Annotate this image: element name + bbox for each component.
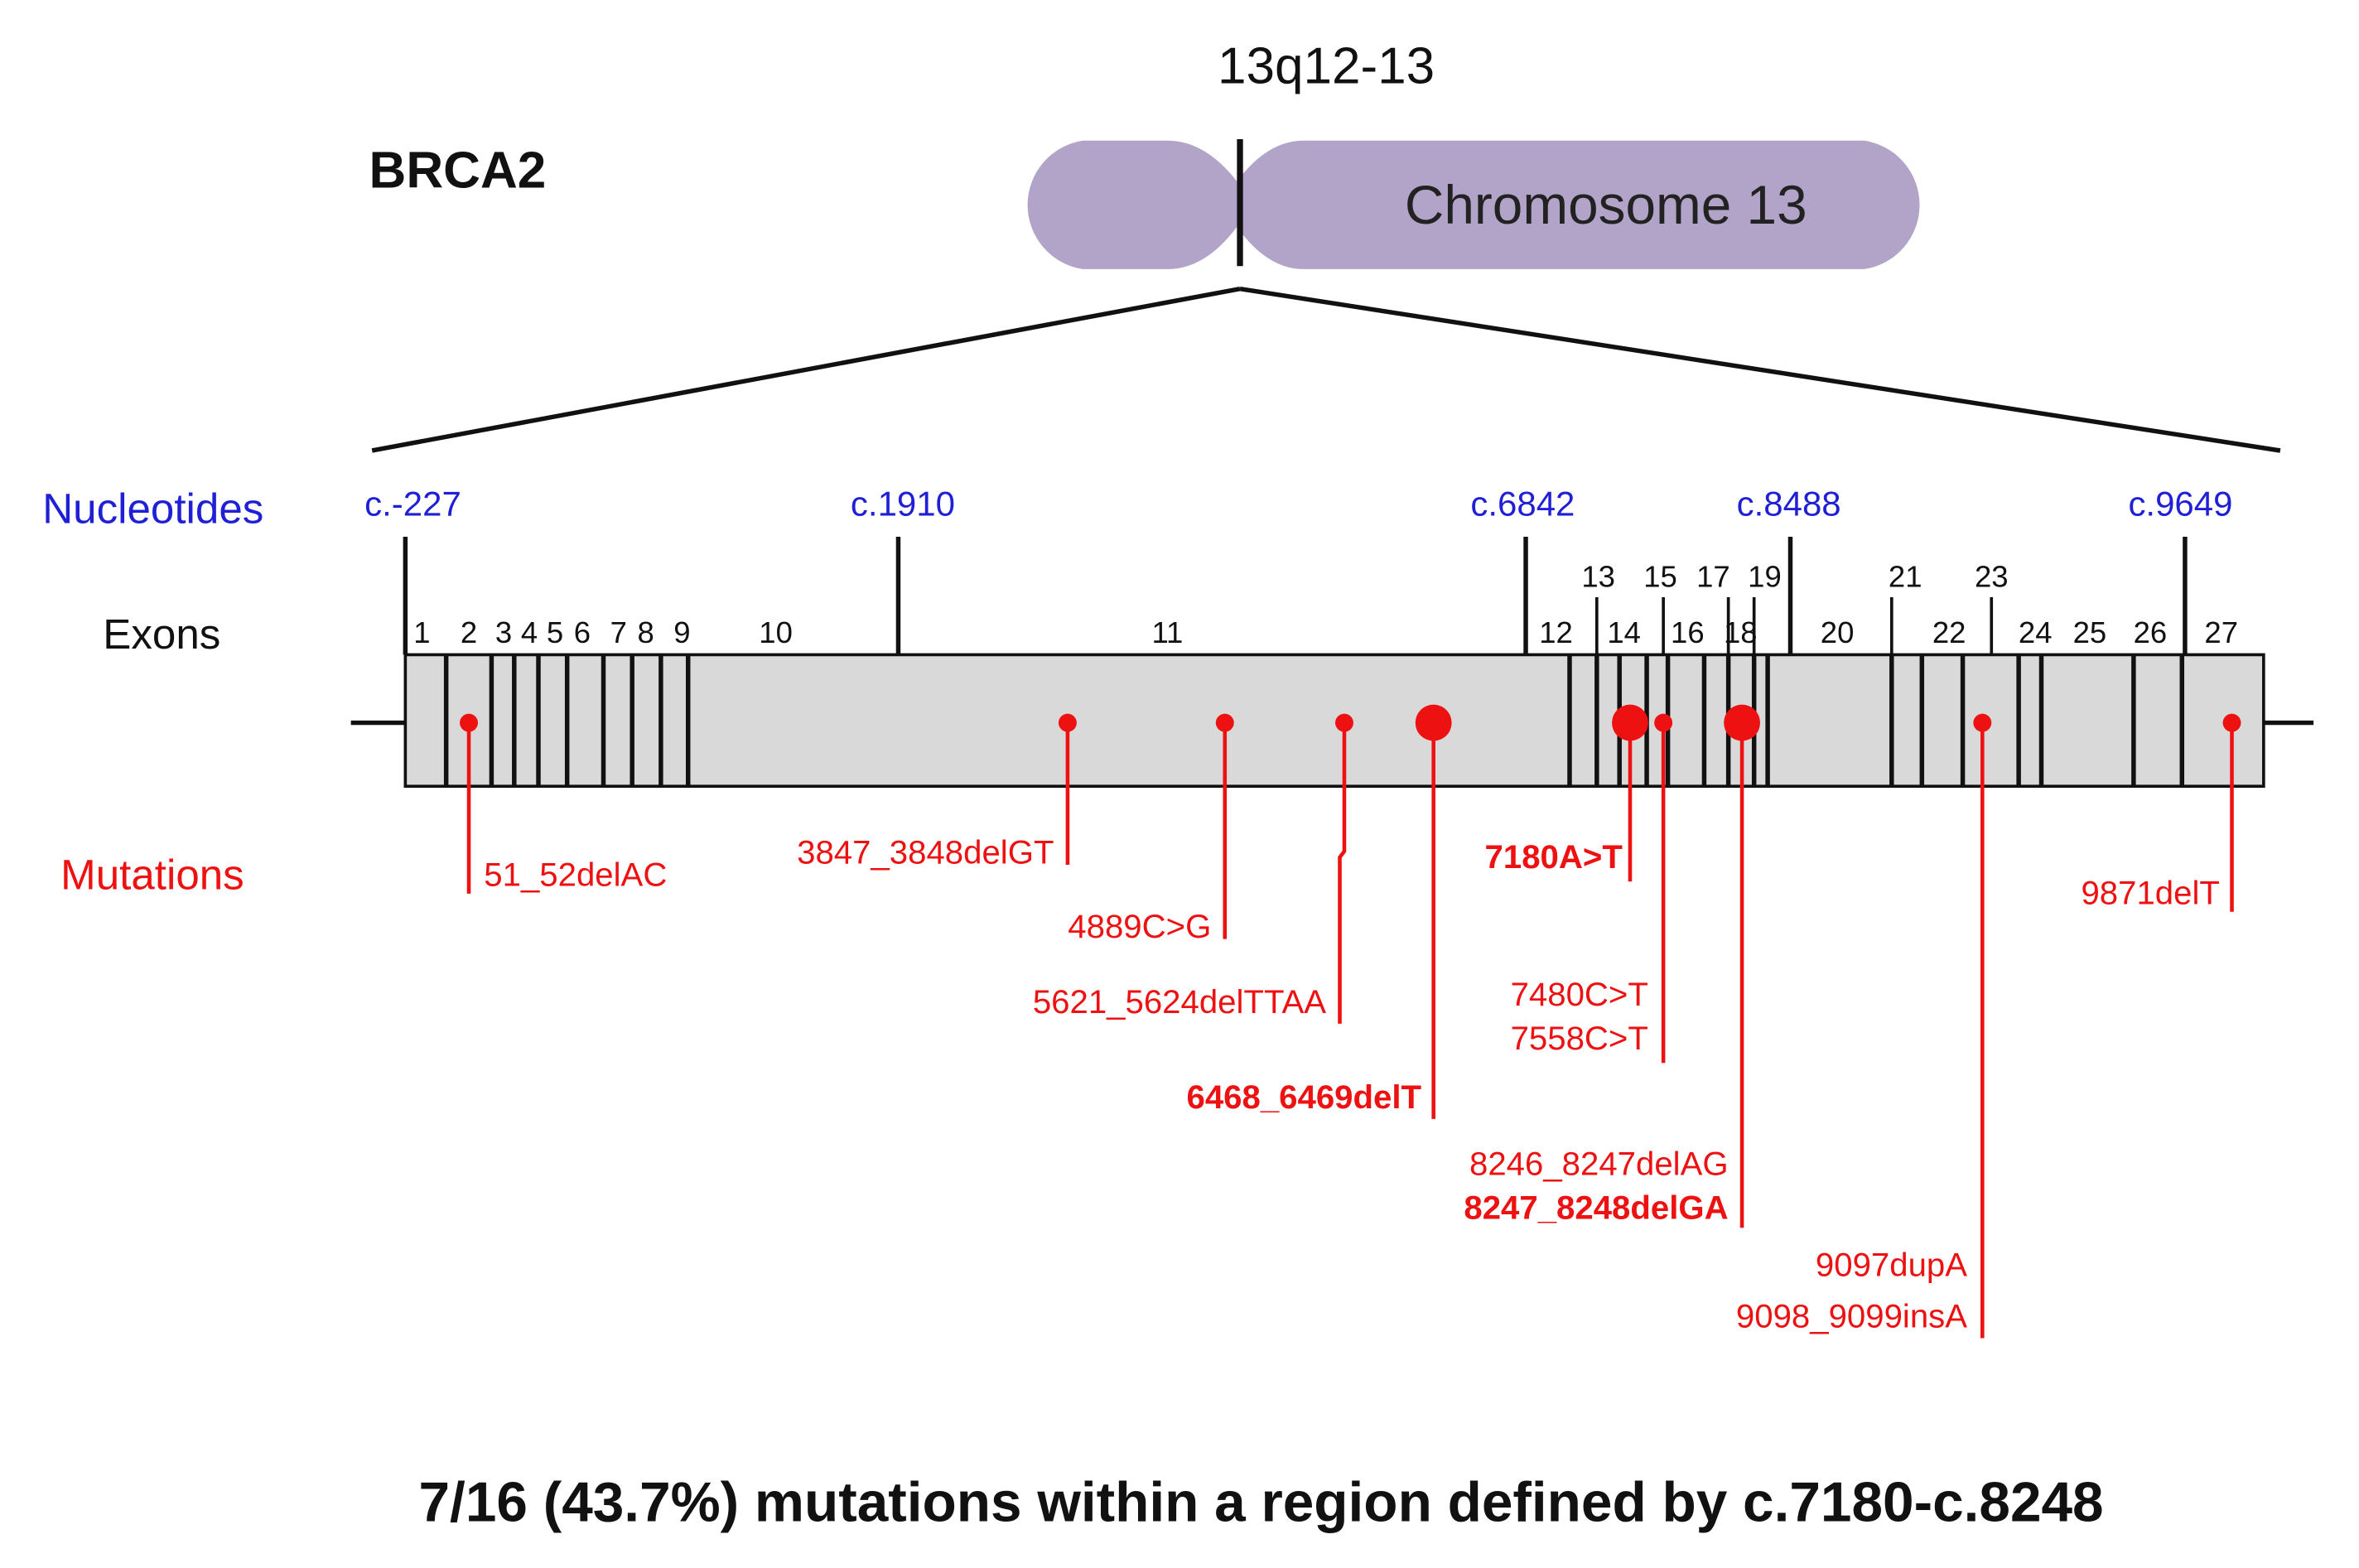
exon-label: 7: [610, 615, 627, 649]
mutation-dot: [1654, 713, 1673, 732]
exon-label: 24: [2019, 615, 2053, 649]
mutation-label: 51_52delAC: [484, 856, 667, 894]
exon-label: 19: [1748, 559, 1782, 593]
exon-label: 13: [1581, 559, 1615, 593]
exon-label: 3: [495, 615, 512, 649]
exon-label: 15: [1643, 559, 1677, 593]
locus-label: 13q12-13: [1218, 37, 1435, 94]
mutation-dot: [1973, 713, 1992, 732]
mutation-dot: [1058, 713, 1077, 732]
exon-label: 27: [2204, 615, 2238, 649]
exon-label: 25: [2073, 615, 2107, 649]
exon-label: 9: [673, 615, 690, 649]
mutation-label: 5621_5624delTTAA: [1033, 983, 1326, 1020]
mutation-label: 8246_8247delAG: [1469, 1145, 1729, 1182]
exon-label: 14: [1607, 615, 1641, 649]
mutation-dot: [1724, 704, 1760, 741]
nucleotide-marker-label: c.1910: [851, 484, 955, 523]
zoom-line-left: [371, 286, 1241, 453]
chromosome-label: Chromosome 13: [1405, 175, 1807, 235]
nucleotide-marker-label: c.6842: [1470, 484, 1575, 523]
exon-label: 18: [1724, 615, 1758, 649]
chromosome-ideogram: [1027, 138, 1920, 269]
mutation-label: 9098_9099insA: [1736, 1298, 1967, 1335]
mutation-dot: [460, 713, 478, 732]
exon-label: 11: [1151, 615, 1183, 649]
gene-bar: [403, 653, 2265, 789]
exon-label: 17: [1696, 559, 1730, 593]
nucleotide-marker-label: c.9649: [2128, 484, 2232, 523]
exon-label: 6: [574, 615, 591, 649]
mutation-dot: [1335, 713, 1353, 732]
exon-label: 23: [1975, 559, 2009, 593]
exon-label: 8: [637, 615, 654, 649]
mutations-row-label: Mutations: [60, 851, 244, 898]
chromosome-long-arm: [1237, 140, 1920, 269]
summary-text: 7/16 (43.7%) mutations within a region d…: [419, 1471, 2104, 1533]
exon-label: 22: [1932, 615, 1966, 649]
mutation-label: 6468_6469delT: [1187, 1078, 1422, 1116]
nucleotide-markers: c.-227 c.1910 c.6842 c.8488 c.9649: [364, 484, 2232, 655]
nucleotide-marker-label: c.8488: [1737, 484, 1841, 523]
mutation-label: 9097dupA: [1816, 1247, 1967, 1284]
mutation-label: 7558C>T: [1511, 1020, 1648, 1057]
exons-row-label: Exons: [103, 610, 220, 658]
mutation-label: 4889C>G: [1068, 908, 1211, 945]
exon-label: 1: [413, 615, 430, 649]
exon-label: 20: [1821, 615, 1855, 649]
exon-label: 16: [1671, 615, 1705, 649]
exon-label: 26: [2134, 615, 2168, 649]
exon-label: 5: [547, 615, 563, 649]
mutation-dot: [1215, 713, 1234, 732]
mutation-stem: [1338, 722, 1347, 1024]
chromosome-short-arm: [1027, 140, 1237, 269]
mutation-dot: [1415, 704, 1452, 741]
mutation-dot: [2222, 713, 2241, 732]
nucleotides-row-label: Nucleotides: [42, 485, 263, 533]
mutation-dot: [1612, 704, 1648, 741]
exon-label: 10: [759, 615, 793, 649]
exon-label: 4: [521, 615, 538, 649]
mutation-label: 3847_3848delGT: [797, 833, 1054, 871]
mutation-label: 7480C>T: [1511, 976, 1648, 1013]
exon-label: 2: [461, 615, 477, 649]
zoom-line-right: [1239, 286, 2281, 453]
mutation-label: 8247_8248delGA: [1464, 1189, 1728, 1226]
mutation-label: 7180A>T: [1485, 838, 1623, 876]
gene-title: BRCA2: [369, 142, 547, 199]
mutation-label: 9871delT: [2081, 875, 2219, 912]
nucleotide-marker-label: c.-227: [364, 484, 461, 523]
exon-label: 12: [1539, 615, 1573, 649]
exon-label: 21: [1889, 559, 1922, 593]
mutations: 51_52delAC 3847_3848delGT 4889C>G 5621_5624…: [460, 704, 2241, 1339]
